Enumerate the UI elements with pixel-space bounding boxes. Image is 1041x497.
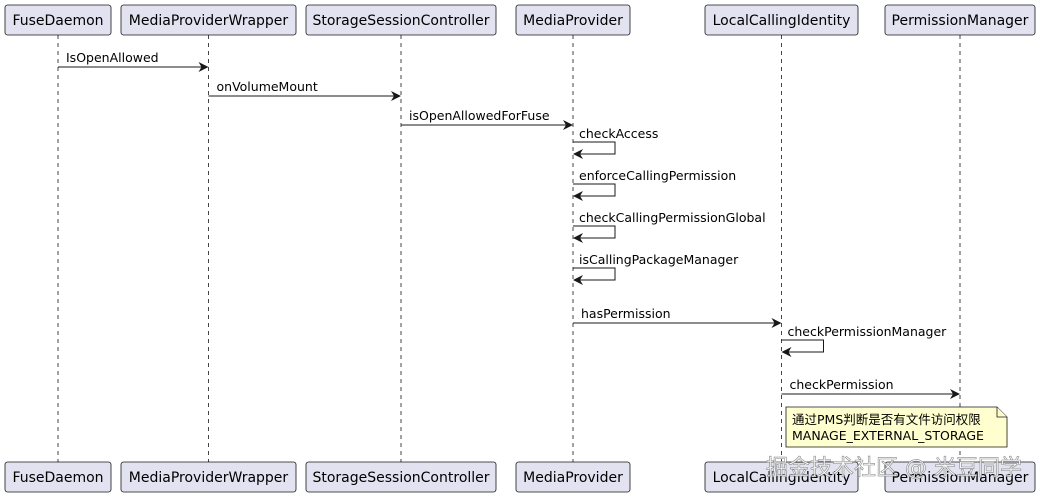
- self-message-arrow: [573, 183, 616, 201]
- message-1: IsOpenAllowed: [58, 50, 209, 72]
- self-message-arrow: [573, 225, 616, 243]
- participant-box: [515, 461, 631, 493]
- participant-label: FuseDaemon: [12, 13, 103, 29]
- participant-pm-bottom: PermissionManager: [884, 461, 1036, 493]
- participant-box: [120, 4, 297, 36]
- watermark: 掘金技术社区 @ 米豆同学: [766, 456, 1023, 482]
- participant-mpw-top: MediaProviderWrapper: [120, 4, 297, 36]
- self-message-arrow: [781, 339, 824, 357]
- participant-label: LocalCallingIdentity: [713, 13, 851, 29]
- participant-box: [884, 461, 1036, 493]
- participant-ssc-bottom: StorageSessionController: [305, 461, 497, 493]
- participant-box: [884, 4, 1036, 36]
- participant-box: [704, 461, 859, 493]
- message-9: checkPermissionManager: [781, 324, 948, 357]
- participant-label: StorageSessionController: [312, 470, 489, 486]
- participant-lci-bottom: LocalCallingIdentity: [704, 461, 859, 493]
- participant-box: [704, 4, 859, 36]
- participants-bottom: FuseDaemon MediaProviderWrapper StorageSes…: [4, 461, 1036, 493]
- message-label: checkPermissionManager: [788, 324, 948, 339]
- watermark-text: 掘金技术社区 @ 米豆同学: [766, 456, 1022, 481]
- message-6: checkCallingPermissionGlobal: [573, 210, 766, 243]
- participant-mpw-bottom: MediaProviderWrapper: [120, 461, 297, 493]
- participant-box: [120, 461, 297, 493]
- message-3: isOpenAllowedForFuse: [401, 108, 573, 130]
- message-10: checkPermission: [781, 377, 960, 399]
- participant-box: [515, 4, 631, 36]
- message-label: isCallingPackageManager: [579, 252, 739, 267]
- participant-lci-top: LocalCallingIdentity: [704, 4, 859, 36]
- self-message-arrow: [573, 141, 616, 159]
- participant-label: LocalCallingIdentity: [713, 470, 851, 486]
- message-label: checkPermission: [790, 377, 894, 392]
- message-label: enforceCallingPermission: [579, 168, 736, 183]
- participant-box: [4, 4, 112, 36]
- message-4: checkAccess: [573, 126, 658, 159]
- note-fold: [996, 407, 1007, 418]
- note-line: 通过PMS判断是否有文件访问权限: [792, 412, 981, 427]
- participant-ssc-top: StorageSessionController: [305, 4, 497, 36]
- participant-label: PermissionManager: [892, 470, 1029, 486]
- self-message-arrow: [573, 267, 616, 285]
- participant-box: [4, 461, 112, 493]
- participant-fuse-bottom: FuseDaemon: [4, 461, 112, 493]
- participant-label: FuseDaemon: [12, 470, 103, 486]
- participant-label: MediaProvider: [523, 470, 623, 486]
- participant-label: MediaProviderWrapper: [129, 470, 289, 486]
- message-7: isCallingPackageManager: [573, 252, 739, 285]
- message-label: isOpenAllowedForFuse: [409, 108, 550, 123]
- participant-label: MediaProviderWrapper: [129, 13, 289, 29]
- participant-label: MediaProvider: [523, 13, 623, 29]
- participant-box: [305, 461, 497, 493]
- message-label: checkAccess: [579, 126, 658, 141]
- message-2: onVolumeMount: [208, 79, 401, 101]
- message-label: IsOpenAllowed: [66, 50, 159, 65]
- participant-label: PermissionManager: [892, 13, 1029, 29]
- message-label: checkCallingPermissionGlobal: [579, 210, 766, 225]
- message-8: hasPermission: [573, 306, 782, 328]
- participants-top: FuseDaemon MediaProviderWrapper StorageSes…: [4, 4, 1036, 36]
- participant-fuse-top: FuseDaemon: [4, 4, 112, 36]
- participant-mp-bottom: MediaProvider: [515, 461, 631, 493]
- message-label: onVolumeMount: [217, 79, 318, 94]
- note-box: [785, 406, 1008, 448]
- participant-mp-top: MediaProvider: [515, 4, 631, 36]
- participant-label: StorageSessionController: [312, 13, 489, 29]
- message-5: enforceCallingPermission: [573, 168, 736, 201]
- participant-pm-top: PermissionManager: [884, 4, 1036, 36]
- participant-box: [305, 4, 497, 36]
- lifelines: [57, 35, 961, 462]
- messages: IsOpenAllowed onVolumeMount isOpenAllowedF…: [58, 50, 960, 399]
- message-label: hasPermission: [581, 306, 671, 321]
- note-line: MANAGE_EXTERNAL_STORAGE: [792, 428, 984, 443]
